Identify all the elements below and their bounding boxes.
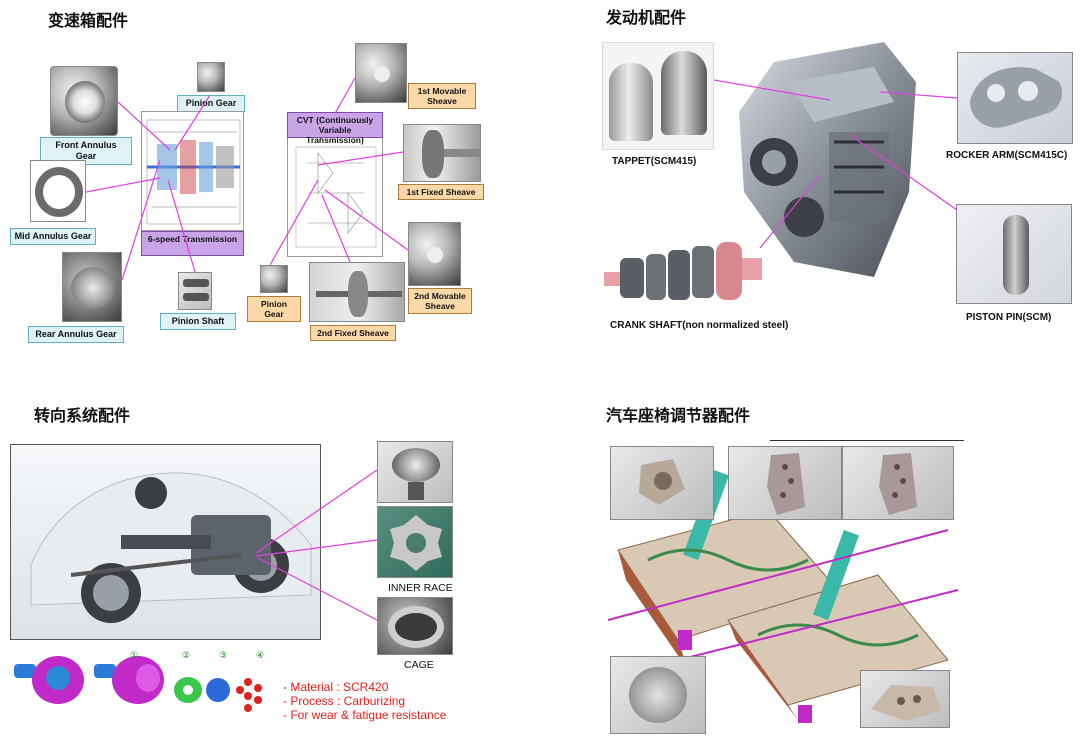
mid-annulus-gear-photo <box>30 160 86 222</box>
pinion-shaft-photo <box>178 272 212 310</box>
mid-annulus-gear-label: Mid Annulus Gear <box>10 228 96 245</box>
cage-photo <box>377 597 453 655</box>
second-movable-sheave-photo <box>408 222 461 286</box>
first-fixed-sheave-label: 1st Fixed Sheave <box>398 184 484 200</box>
pinion-shaft-label: Pinion Shaft <box>160 313 236 330</box>
first-movable-sheave-label: 1st Movable Sheave <box>408 83 476 109</box>
cage-label: CAGE <box>404 659 434 671</box>
seat-part-plate-right-photo <box>842 446 954 520</box>
steering-spec-list: - Material : SCR420 - Process : Carburiz… <box>283 680 446 722</box>
seat-part-bracket-photo <box>610 446 714 520</box>
car-chassis-image <box>10 444 321 640</box>
six-speed-transmission-drawing <box>141 111 244 231</box>
step-number-3: ③ <box>219 650 228 660</box>
pinion-gear-top-photo <box>197 62 225 92</box>
rocker-arm-photo <box>957 52 1073 144</box>
six-speed-transmission-label: 6-speed Transmission <box>141 231 244 256</box>
seat-bracket-line <box>770 440 964 441</box>
step-number-4: ④ <box>256 650 265 660</box>
crank-shaft-label: CRANK SHAFT(non normalized steel) <box>610 320 789 331</box>
second-fixed-sheave-photo <box>309 262 405 322</box>
piston-pin-photo <box>956 204 1072 304</box>
rear-annulus-gear-label: Rear Annulus Gear <box>28 326 124 343</box>
pinion-gear-top-label: Pinion Gear <box>177 95 245 112</box>
rocker-arm-label: ROCKER ARM(SCM415C) <box>946 150 1068 161</box>
piston-pin-label: PISTON PIN(SCM) <box>966 312 1052 323</box>
pinion-gear-bottom-photo <box>260 265 288 293</box>
first-movable-sheave-photo <box>355 43 407 103</box>
seat-part-sector-photo <box>860 670 950 728</box>
rear-annulus-gear-photo <box>62 252 122 322</box>
inner-race-photo <box>377 506 453 578</box>
front-annulus-gear-photo <box>50 66 118 136</box>
spec-purpose: - For wear & fatigue resistance <box>283 708 447 722</box>
cvt-label: CVT (Continuously Variable Transmission) <box>287 112 383 145</box>
second-movable-sheave-label: 2nd Movable Sheave <box>408 288 472 314</box>
step-number-1: ① <box>130 650 139 660</box>
seat-part-disc-photo <box>610 656 706 734</box>
spec-material: - Material : SCR420 <box>283 680 389 694</box>
second-fixed-sheave-label: 2nd Fixed Sheave <box>310 325 396 341</box>
engine-section-title: 发动机配件 <box>606 8 687 27</box>
transmission-section-title: 变速箱配件 <box>48 11 129 30</box>
pinion-gear-bottom-label: Pinion Gear <box>247 296 301 322</box>
seat-section-title: 汽车座椅调节器配件 <box>606 406 751 425</box>
step-number-2: ② <box>182 650 191 660</box>
seat-part-plate-left-photo <box>728 446 842 520</box>
first-fixed-sheave-photo <box>403 124 481 182</box>
spec-process: - Process : Carburizing <box>283 694 406 708</box>
steering-section-title: 转向系统配件 <box>34 406 131 425</box>
cv-joint-parts-illustration <box>12 648 268 718</box>
inner-race-label: INNER RACE <box>388 582 453 594</box>
crank-shaft-image <box>604 236 764 318</box>
tappet-photo <box>602 42 714 150</box>
tappet-label: TAPPET(SCM415) <box>612 156 697 167</box>
cv-joint-housing-photo <box>377 441 453 503</box>
